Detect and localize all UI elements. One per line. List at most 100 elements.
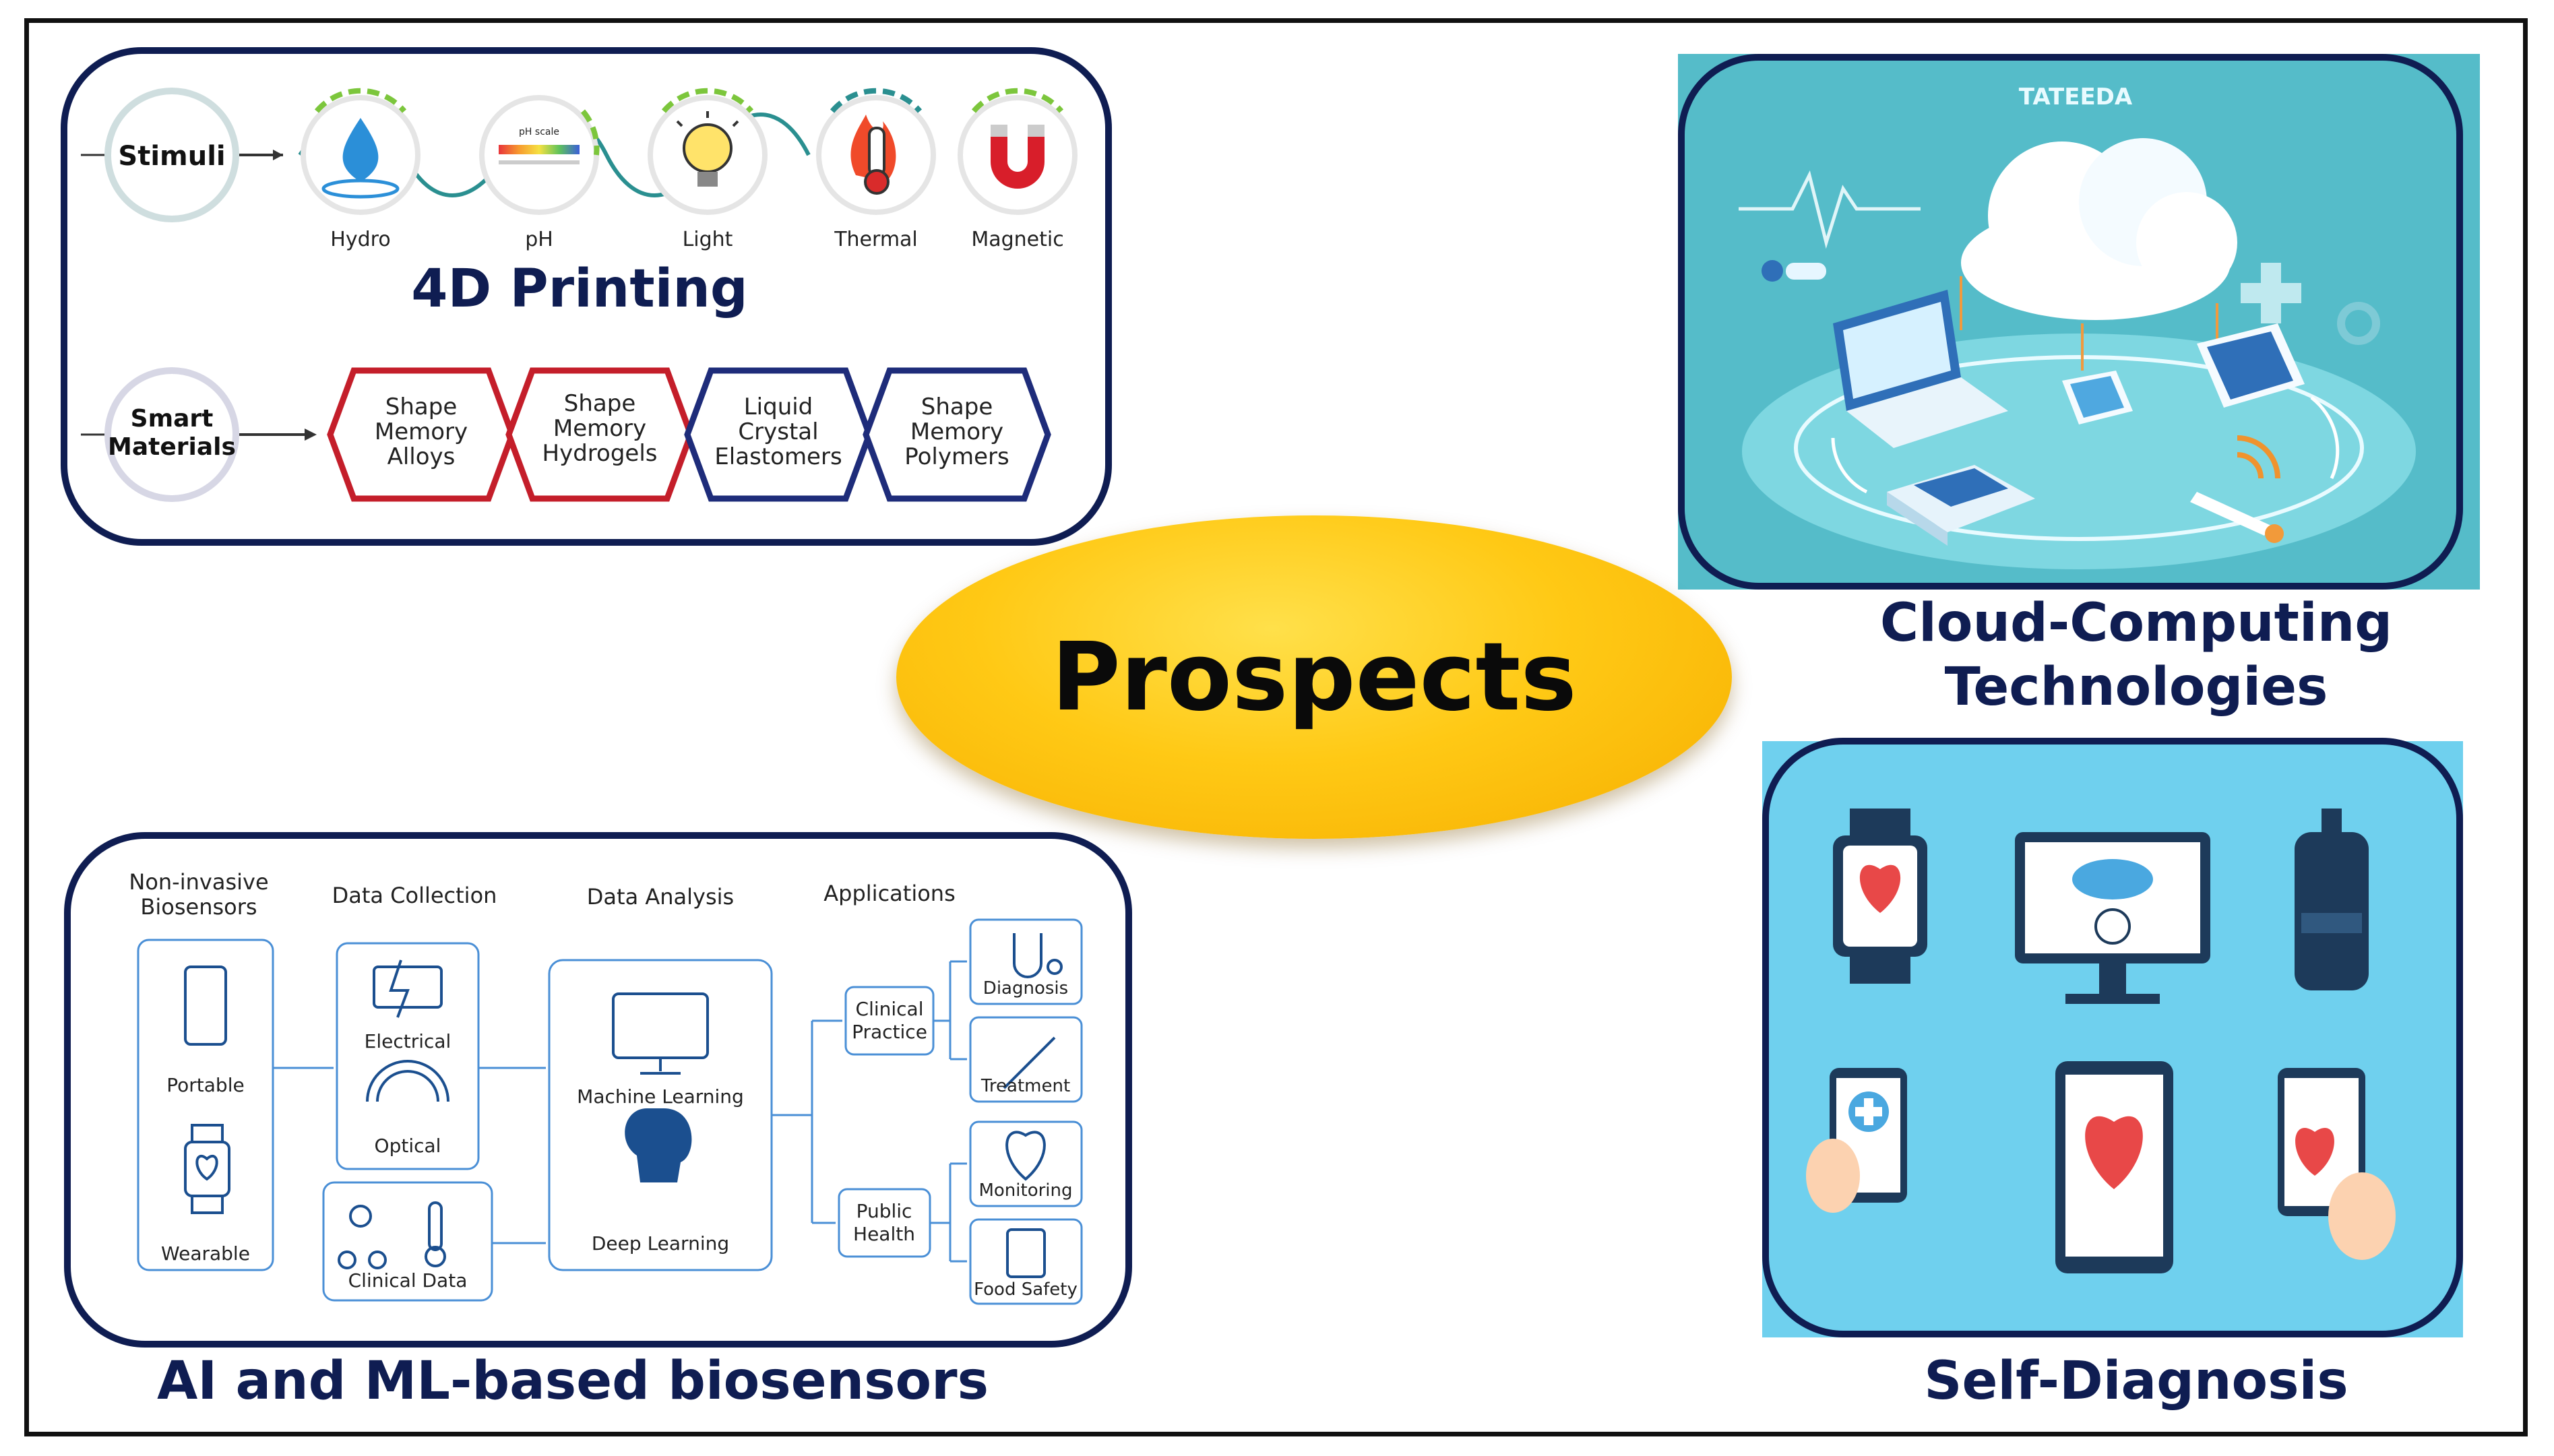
battery-icon <box>373 966 443 1009</box>
analysis-label-deep-learning: Deep Learning <box>592 1232 729 1255</box>
stimulus-label-light: Light <box>683 228 733 251</box>
header-applications: Applications <box>823 881 955 906</box>
ai-ml-flow-diagram: Non-invasive Biosensors Data Collection … <box>129 869 1083 1305</box>
heartbeat-line-icon <box>1739 170 1921 249</box>
phone-touch-icon <box>2278 1068 2396 1260</box>
material-label-line: Shape <box>385 393 457 420</box>
panel-cloud-computing: TATEEDA <box>1678 54 2463 590</box>
water-drop-icon <box>342 118 379 182</box>
stimulus-hydro <box>301 88 421 215</box>
wifi-icon <box>2237 435 2280 479</box>
heart-icon <box>2295 1128 2334 1176</box>
header-data-analysis: Data Analysis <box>587 884 734 910</box>
stimulus-label-magnetic: Magnetic <box>971 228 1063 251</box>
stimulus-light <box>648 88 768 215</box>
group-label-public-line1: Public <box>856 1200 912 1222</box>
stimulus-ph: pH scale <box>479 95 600 215</box>
tateeda-watermark: TATEEDA <box>2019 84 2133 110</box>
stimulus-thermal <box>816 88 936 215</box>
panel-title-cloud-line2: Technologies <box>1944 657 2328 718</box>
smart-materials-label-line2: Materials <box>108 433 236 461</box>
stimuli-label: Stimuli <box>118 141 225 172</box>
material-label-line: Crystal <box>738 418 818 445</box>
syringe-icon <box>1003 1036 1056 1089</box>
material-label-line: Shape <box>921 393 993 420</box>
prospects-label: Prospects <box>1051 622 1577 732</box>
smart-materials-node <box>104 367 239 502</box>
oxygen-bottle-icon <box>2295 809 2369 990</box>
material-label-line: Polymers <box>904 443 1009 470</box>
sensor-label-wearable: Wearable <box>161 1242 250 1265</box>
brain-head-icon <box>625 1108 692 1182</box>
treatment-box <box>969 1016 1083 1103</box>
rainbow-icon <box>366 1060 449 1102</box>
collection-label-electrical: Electrical <box>365 1030 451 1052</box>
blood-pressure-monitor-icon <box>1887 465 2035 546</box>
smartwatch-icon <box>1833 809 1927 984</box>
heart-icon <box>2085 1116 2143 1189</box>
panel-ai-ml-biosensors: Non-invasive Biosensors Data Collection … <box>64 832 1132 1348</box>
app-label-food-safety: Food Safety <box>974 1279 1078 1300</box>
app-label-diagnosis: Diagnosis <box>983 978 1068 999</box>
header-data-collection: Data Collection <box>332 883 497 908</box>
figure-frame <box>24 18 2528 1436</box>
hand-icon <box>2328 1172 2396 1260</box>
material-liquid-crystal-elastomers: Liquid Crystal Elastomers <box>684 367 873 502</box>
material-label-line: Hydrogels <box>542 440 658 467</box>
heart-icon <box>1859 864 1901 913</box>
stimulus-label-ph: pH <box>525 228 553 251</box>
pills-icon <box>1762 260 1826 282</box>
diagnosis-box <box>969 918 1083 1005</box>
thermometer-icon <box>428 1201 443 1251</box>
phone-medical-cross-icon <box>1806 1068 1907 1213</box>
cloud-icon <box>1961 138 2237 320</box>
group-label-public-line2: Health <box>853 1223 915 1245</box>
stimulus-magnetic <box>958 88 1078 215</box>
monitoring-box <box>969 1120 1083 1207</box>
material-shape-memory-alloys: Shape Memory Alloys <box>327 367 516 502</box>
heart-monitor-icon <box>1005 1131 1046 1181</box>
collection-label-clinical-data: Clinical Data <box>348 1269 468 1292</box>
phone-icon <box>2062 371 2133 424</box>
cloud-computing-illustration: TATEEDA <box>1739 84 2416 569</box>
stimulus-label-thermal: Thermal <box>834 228 918 251</box>
gear-icon <box>2337 302 2380 345</box>
laptop-icon <box>1833 290 2008 448</box>
panel-title-cloud-line1: Cloud-Computing <box>1879 593 2393 654</box>
panel-4d-printing: Stimuli pH scale <box>61 47 1112 546</box>
magnet-icon <box>991 128 1045 189</box>
self-diagnosis-illustration <box>1806 809 2396 1273</box>
cycle-arrow-icon <box>1831 437 1868 494</box>
group-label-clinical-line2: Practice <box>852 1021 927 1043</box>
food-safety-box <box>969 1218 1083 1305</box>
ph-scale-icon <box>499 145 580 154</box>
header-biosensors-line1: Non-invasive <box>129 869 268 895</box>
group-label-clinical-line1: Clinical <box>856 998 924 1020</box>
smart-materials-label-line1: Smart <box>131 405 214 433</box>
collection-label-optical: Optical <box>375 1135 441 1157</box>
cycle-arrow-icon <box>2310 396 2340 480</box>
digital-thermometer-icon <box>2190 492 2284 543</box>
phone-heart-icon <box>2055 1061 2173 1273</box>
tablet-icon <box>2197 323 2305 408</box>
sensor-label-portable: Portable <box>166 1074 244 1096</box>
smartphone-icon <box>184 966 227 1046</box>
material-label-line: Memory <box>553 415 646 442</box>
stimuli-node <box>104 88 239 222</box>
material-label-line: Alloys <box>387 443 456 470</box>
material-shape-memory-polymers: Shape Memory Polymers <box>863 367 1051 502</box>
panel-title-self-diagnosis: Self-Diagnosis <box>1924 1351 2348 1412</box>
material-label-line: Liquid <box>744 393 813 420</box>
stethoscope-icon <box>1013 933 1042 978</box>
desktop-monitor-icon <box>2015 832 2210 1004</box>
light-bulb-icon <box>683 123 733 173</box>
people-network-icon <box>349 1205 372 1228</box>
header-biosensors-line2: Biosensors <box>140 894 257 920</box>
app-label-treatment: Treatment <box>980 1076 1070 1096</box>
material-label-line: Elastomers <box>714 443 842 470</box>
panel-self-diagnosis <box>1762 738 2463 1337</box>
material-shape-memory-hydrogels: Shape Memory Hydrogels <box>505 367 694 502</box>
ph-scale-label: pH scale <box>519 127 559 137</box>
material-label-line: Shape <box>564 390 635 417</box>
smartwatch-icon <box>184 1141 230 1197</box>
